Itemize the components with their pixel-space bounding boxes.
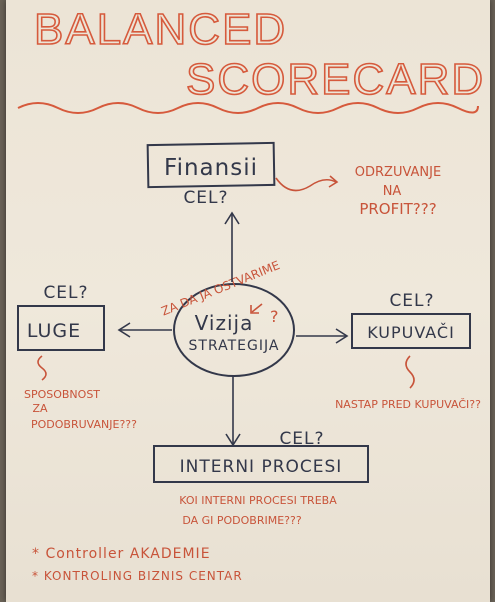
- processes-node: CEL? INTERNI PROCESI: [153, 429, 369, 483]
- customers-note: NASTAP PRED KUPUVAČI??: [335, 398, 481, 411]
- flipchart-paper: [6, 0, 490, 602]
- finance-note: ODRZUVANJE NA PROFIT???: [355, 165, 441, 218]
- vision-goal-note: ZA DA JA OSTVARIME: [159, 258, 282, 318]
- goal-pointer-head: [250, 305, 259, 314]
- people-squiggle: [37, 355, 47, 381]
- finance-goal: CEL?: [183, 188, 228, 208]
- customers-node: CEL? KUPUVAČI: [351, 291, 471, 349]
- goal-pointer-arrow: [251, 303, 263, 313]
- people-note-line-3: PODOBRUVANJE???: [31, 418, 137, 431]
- finance-note-line-3: PROFIT???: [359, 200, 436, 218]
- customers-squiggle: [405, 355, 415, 389]
- arrow-to-processes: [225, 376, 241, 447]
- people-note: SPOSOBNOST ZA PODOBRUVANJE???: [24, 388, 137, 431]
- people-goal: CEL?: [43, 283, 88, 303]
- processes-label: INTERNI PROCESI: [180, 457, 343, 477]
- processes-note-line-1: KOI INTERNI PROCESI TREBA: [179, 494, 337, 507]
- footer-line-2: * KONTROLING BIZNIS CENTAR: [32, 569, 243, 583]
- processes-note-line-2: DA GI PODOBRIME???: [182, 514, 302, 527]
- finance-arrow-head: [328, 175, 339, 188]
- strategy-label: STRATEGIJA: [189, 338, 280, 354]
- footer-line-1: * Controller AKADEMIE: [32, 546, 211, 562]
- people-note-line-2: ZA: [32, 402, 48, 415]
- finance-note-line-1: ODRZUVANJE: [355, 165, 441, 180]
- vision-label: Vizija: [195, 311, 254, 335]
- arrow-to-people: [117, 322, 172, 338]
- vision-question-mark: ?: [270, 307, 279, 326]
- finance-node: Finansii CEL?: [146, 141, 276, 208]
- vision-strategy-node: Vizija ? STRATEGIJA: [173, 283, 295, 377]
- title-line-1: BALANCED: [34, 5, 287, 54]
- finance-note-line-2: NA: [383, 184, 402, 199]
- processes-goal: CEL?: [279, 429, 324, 449]
- title-line-2: SCORECARD: [186, 55, 485, 104]
- customers-goal: CEL?: [389, 291, 434, 311]
- finance-label: Finansii: [164, 155, 258, 181]
- arrow-to-finance: [224, 211, 240, 282]
- arrow-to-customers: [296, 328, 349, 344]
- people-note-line-1: SPOSOBNOST: [24, 388, 100, 401]
- customers-label: KUPUVAČI: [367, 323, 455, 342]
- people-label: LUGE: [27, 320, 81, 342]
- finance-curved-arrow: [275, 177, 337, 192]
- processes-note: KOI INTERNI PROCESI TREBA DA GI PODOBRIM…: [179, 494, 337, 527]
- title-wavy-underline: [17, 102, 479, 114]
- people-node: CEL? LUGE: [17, 283, 105, 351]
